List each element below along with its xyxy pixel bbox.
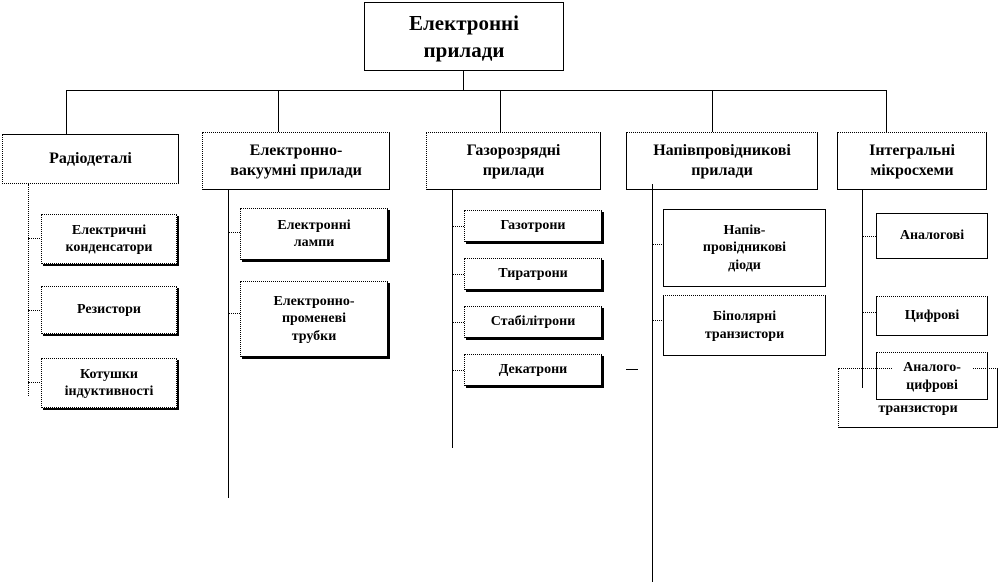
leaf-label: Аналогові bbox=[899, 228, 965, 244]
leaf-bipolar: Біполярні транзистори bbox=[663, 295, 826, 356]
leaf-label: Аналого-цифрові bbox=[892, 359, 972, 394]
branch-line bbox=[862, 312, 876, 313]
spine-ic bbox=[862, 190, 863, 388]
drop-ic bbox=[886, 90, 887, 132]
leaf-label: Газотрони bbox=[500, 218, 566, 234]
leaf-vacuum-tubes: Електронні лампи bbox=[240, 208, 388, 260]
spine-vacuum bbox=[228, 190, 229, 498]
category-label: Інтегральні мікросхеми bbox=[869, 142, 955, 179]
drop-vacuum bbox=[278, 90, 279, 132]
category-vacuum: Електронно- вакуумні прилади bbox=[202, 132, 390, 190]
category-radiodetali: Радіодеталі bbox=[2, 134, 179, 184]
spine-gas bbox=[452, 190, 453, 448]
root-node: Електронні прилади bbox=[364, 2, 564, 71]
overlap-label: транзистори bbox=[878, 400, 958, 416]
leaf-resistors: Резистори bbox=[41, 286, 177, 334]
category-label: Напівпровідникові прилади bbox=[653, 142, 791, 179]
leaf-capacitors: Електричні конденсатори bbox=[41, 214, 177, 264]
drop-gas bbox=[500, 90, 501, 132]
leaf-analog: Аналогові bbox=[876, 213, 988, 259]
root-label: Електронні прилади bbox=[409, 11, 519, 62]
root-stem bbox=[463, 71, 464, 91]
leaf-label: Резистори bbox=[76, 302, 142, 318]
leaf-label: Тиратрони bbox=[498, 266, 568, 282]
branch-line bbox=[452, 226, 464, 227]
leaf-label: Напів-провідникові діоди bbox=[702, 222, 787, 273]
stray-dash bbox=[626, 369, 638, 370]
drop-semi bbox=[712, 90, 713, 132]
leaf-label: Котушки індуктивності bbox=[64, 366, 154, 400]
leaf-label: Біполярні транзистори bbox=[704, 309, 785, 342]
branch-line bbox=[228, 232, 240, 233]
leaf-label: Декатрони bbox=[498, 362, 568, 378]
leaf-analog-digital: Аналого-цифрові bbox=[876, 352, 988, 400]
branch-line bbox=[652, 244, 664, 245]
category-gas: Газорозрядні прилади bbox=[426, 132, 601, 190]
leaf-label: Електронні лампи bbox=[277, 217, 351, 251]
branch-line bbox=[862, 236, 876, 237]
leaf-diodes: Напів-провідникові діоди bbox=[663, 209, 826, 287]
leaf-gasotrons: Газотрони bbox=[464, 210, 602, 242]
leaf-label: Стабілітрони bbox=[490, 314, 576, 330]
spine-radiodetali bbox=[28, 184, 29, 396]
branch-line bbox=[452, 274, 464, 275]
leaf-label: Електронно-променеві трубки bbox=[273, 293, 355, 344]
category-label: Електронно- вакуумні прилади bbox=[230, 142, 362, 179]
branch-line bbox=[28, 238, 42, 239]
leaf-label: Цифрові bbox=[904, 308, 960, 324]
spine-semi bbox=[652, 184, 653, 582]
branch-line bbox=[28, 382, 42, 383]
category-ic: Інтегральні мікросхеми bbox=[837, 132, 987, 190]
leaf-inductors: Котушки індуктивності bbox=[41, 358, 177, 408]
branch-line bbox=[452, 322, 464, 323]
branch-line bbox=[28, 310, 42, 311]
category-semi: Напівпровідникові прилади bbox=[626, 132, 818, 190]
branch-line bbox=[228, 313, 240, 314]
root-bus bbox=[66, 90, 886, 91]
category-label: Газорозрядні прилади bbox=[466, 142, 561, 179]
branch-line bbox=[652, 320, 664, 321]
leaf-thyratrons: Тиратрони bbox=[464, 258, 602, 290]
branch-line bbox=[452, 370, 464, 371]
category-label: Радіодеталі bbox=[49, 150, 132, 167]
leaf-stabilitrons: Стабілітрони bbox=[464, 306, 602, 338]
leaf-crt: Електронно-променеві трубки bbox=[240, 281, 388, 357]
drop-radiodetali bbox=[66, 90, 67, 134]
leaf-digital: Цифрові bbox=[876, 296, 988, 336]
leaf-label: Електричні конденсатори bbox=[65, 222, 153, 256]
leaf-decatrons: Декатрони bbox=[464, 354, 602, 386]
